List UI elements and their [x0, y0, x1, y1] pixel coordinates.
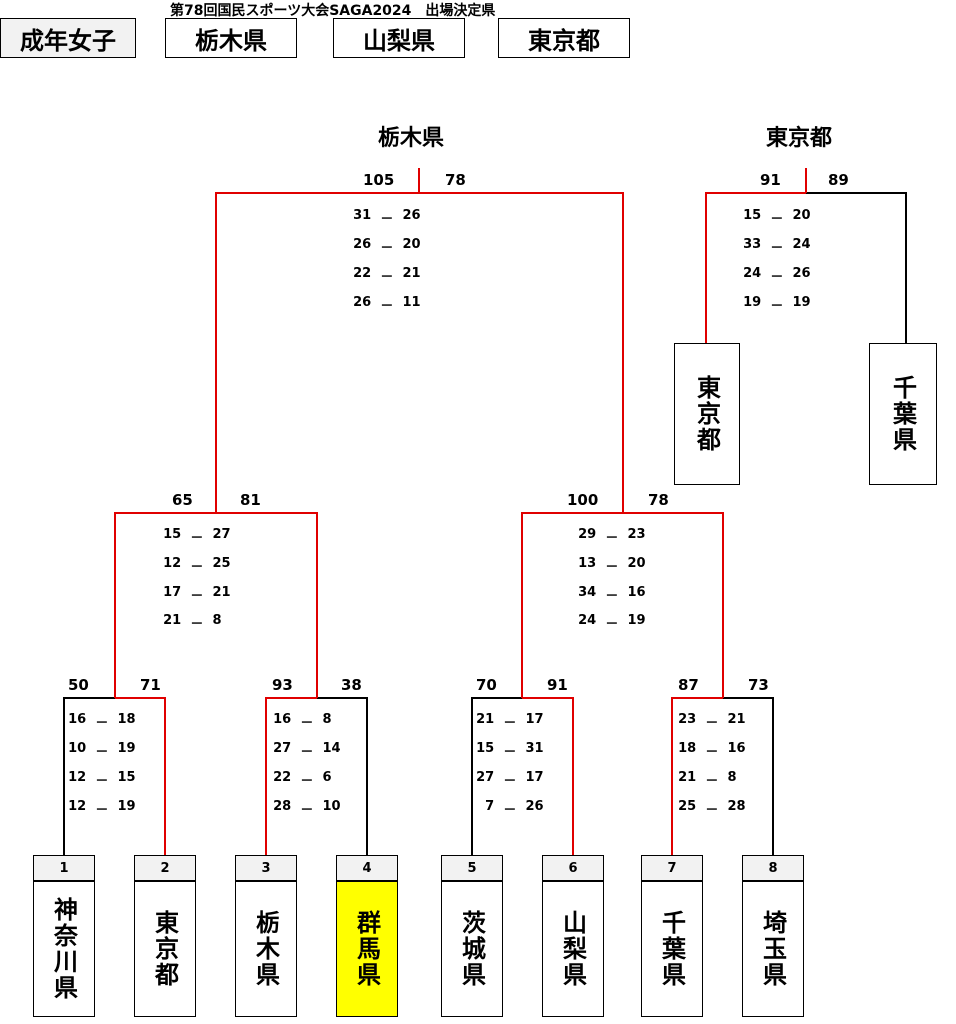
category-label: 成年女子 [0, 18, 136, 58]
r2m1-period-2: 12－25 [163, 556, 231, 575]
r2m2-period-3: 34－16 [578, 585, 646, 604]
side-right-score: 89 [828, 171, 849, 189]
side-period-3: 24－26 [743, 266, 811, 285]
r1m2-winner-line [265, 697, 317, 855]
team-box-3: 栃木県 [235, 881, 297, 1017]
r2m1-period-3: 17－21 [163, 585, 231, 604]
side-period-2: 33－24 [743, 237, 811, 256]
r1m4-left-score: 87 [678, 676, 699, 694]
team-name-3: 栃木県 [251, 910, 280, 988]
r2m1-period-4: 21－8 [163, 613, 222, 632]
r1m1-loser-line [63, 697, 115, 855]
r2m1-period-1: 15－27 [163, 527, 231, 546]
final-period-2: 26－20 [353, 237, 421, 256]
r1m2-period-4: 28－10 [273, 799, 341, 818]
final-left-line [215, 192, 419, 513]
r1m4-period-1: 23－21 [678, 712, 746, 731]
team-box-8: 埼玉県 [742, 881, 804, 1017]
team-box-5: 茨城県 [441, 881, 503, 1017]
r1m3-period-2: 15－31 [476, 741, 544, 760]
r1m1-right-score: 71 [140, 676, 161, 694]
r1m1-winner-line [115, 697, 166, 855]
r1m3-period-1: 21－17 [476, 712, 544, 731]
team-name-7: 千葉県 [657, 910, 686, 988]
r1m4-period-4: 25－28 [678, 799, 746, 818]
event-title: 第78回国民スポーツ大会SAGA2024 出場決定県 [170, 3, 496, 19]
team-name-8: 埼玉県 [758, 910, 787, 988]
team-name-2: 東京都 [150, 910, 179, 988]
r2m2-left-line [521, 512, 623, 698]
r2m2-period-4: 24－19 [578, 613, 646, 632]
r1m4-right-score: 73 [748, 676, 769, 694]
r2m2-right-score: 78 [648, 491, 669, 509]
team-box-6: 山梨県 [542, 881, 604, 1017]
seed-number-1: 1 [33, 855, 95, 881]
r1m1-period-2: 10－19 [68, 741, 136, 760]
seed-number-5: 5 [441, 855, 503, 881]
r1m3-winner-line [522, 697, 574, 855]
r1m2-period-1: 16－8 [273, 712, 332, 731]
r2m2-left-score: 100 [567, 491, 599, 509]
r1m4-loser-line [723, 697, 774, 855]
team-name-4: 群馬県 [352, 910, 381, 988]
seed-number-8: 8 [742, 855, 804, 881]
team-name-1: 神奈川県 [49, 897, 78, 1001]
team-box-2: 東京都 [134, 881, 196, 1017]
r1m3-period-4: 7－26 [485, 799, 544, 818]
r1m2-left-score: 93 [272, 676, 293, 694]
qualified-team-2: 山梨県 [333, 18, 465, 58]
r1m2-right-score: 38 [341, 676, 362, 694]
r1m3-loser-line [471, 697, 522, 855]
r1m3-right-score: 91 [547, 676, 568, 694]
qualified-team-3: 東京都 [498, 18, 630, 58]
r2m2-period-1: 29－23 [578, 527, 646, 546]
seed-number-2: 2 [134, 855, 196, 881]
side-right-line [806, 192, 907, 343]
r2m1-right-score: 81 [240, 491, 261, 509]
final-period-1: 31－26 [353, 208, 421, 227]
r1m1-period-3: 12－15 [68, 770, 136, 789]
seed-number-7: 7 [641, 855, 703, 881]
final-winner-label: 栃木県 [378, 126, 445, 151]
r2m1-left-score: 65 [172, 491, 193, 509]
side-winner-label: 東京都 [766, 126, 833, 151]
r1m1-period-1: 16－18 [68, 712, 136, 731]
final-right-line [419, 192, 624, 513]
seed-number-4: 4 [336, 855, 398, 881]
side-team-box-chiba: 千葉県 [869, 343, 937, 485]
r1m4-winner-line [671, 697, 723, 855]
side-left-line [705, 192, 806, 343]
r1m3-period-3: 27－17 [476, 770, 544, 789]
r2m1-right-line [216, 512, 318, 698]
team-box-7: 千葉県 [641, 881, 703, 1017]
r1m4-period-2: 18－16 [678, 741, 746, 760]
final-right-score: 78 [445, 171, 466, 189]
final-period-4: 26－11 [353, 295, 421, 314]
qualified-team-1: 栃木県 [165, 18, 297, 58]
r1m3-left-score: 70 [476, 676, 497, 694]
r2m1-left-line [114, 512, 216, 698]
r1m1-period-4: 12－19 [68, 799, 136, 818]
r1m1-left-score: 50 [68, 676, 89, 694]
r2m2-right-line [623, 512, 724, 698]
team-box-4-highlighted: 群馬県 [336, 881, 398, 1017]
side-team-box-tokyo: 東京都 [674, 343, 740, 485]
side-period-1: 15－20 [743, 208, 811, 227]
r1m2-loser-line [317, 697, 368, 855]
r1m2-period-2: 27－14 [273, 741, 341, 760]
side-period-4: 19－19 [743, 295, 811, 314]
team-name-5: 茨城県 [457, 910, 486, 988]
team-name-6: 山梨県 [558, 910, 587, 988]
r1m2-period-3: 22－6 [273, 770, 332, 789]
r1m4-period-3: 21－8 [678, 770, 737, 789]
final-left-score: 105 [363, 171, 395, 189]
team-box-1: 神奈川県 [33, 881, 95, 1017]
r2m2-period-2: 13－20 [578, 556, 646, 575]
seed-number-6: 6 [542, 855, 604, 881]
side-left-score: 91 [760, 171, 781, 189]
seed-number-3: 3 [235, 855, 297, 881]
final-period-3: 22－21 [353, 266, 421, 285]
